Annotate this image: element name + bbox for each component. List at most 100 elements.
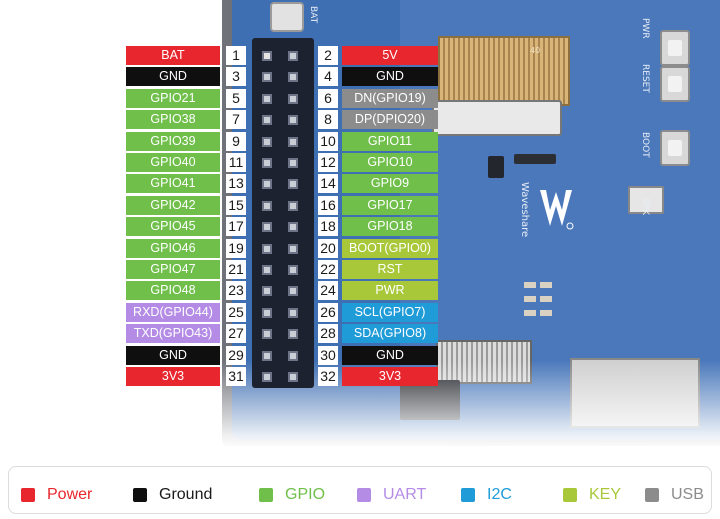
pin-label-26: SCL(GPIO7) <box>342 303 438 322</box>
silk-pwr: PWR <box>640 18 650 39</box>
pin-label-32: 3V3 <box>342 367 438 386</box>
pin-number-32: 32 <box>318 367 338 386</box>
smd-6 <box>540 310 552 316</box>
pin-number-6: 6 <box>318 89 338 108</box>
pin-label-6: DN(GPIO19) <box>342 89 438 108</box>
pin-number-23: 23 <box>226 281 246 300</box>
boot-button <box>660 130 690 166</box>
pin-label-28: SDA(GPIO8) <box>342 324 438 343</box>
header-pin <box>288 372 298 382</box>
smd-3 <box>524 310 536 316</box>
pin-label-18: GPIO18 <box>342 217 438 236</box>
silk-brand: Waveshare <box>519 182 530 238</box>
pin-number-31: 31 <box>226 367 246 386</box>
reset-button <box>660 66 690 102</box>
speaker-connector <box>628 186 664 214</box>
legend-label-power: Power <box>47 486 93 503</box>
header-pin <box>288 72 298 82</box>
pin-label-9: GPIO39 <box>126 132 220 151</box>
fpc-connector-top <box>432 100 562 136</box>
pin-number-9: 9 <box>226 132 246 151</box>
header-row <box>252 303 314 324</box>
pin-number-25: 25 <box>226 303 246 322</box>
pin-label-22: RST <box>342 260 438 279</box>
header-pin <box>288 115 298 125</box>
header-row <box>252 346 314 367</box>
header-pin <box>288 137 298 147</box>
header-pin <box>262 51 272 61</box>
header-pin <box>262 329 272 339</box>
legend-label-i2c: I2C <box>487 486 512 503</box>
pin-number-18: 18 <box>318 217 338 236</box>
pin-number-11: 11 <box>226 153 246 172</box>
pin-label-2: 5V <box>342 46 438 65</box>
header-row <box>252 196 314 217</box>
header-pin <box>262 115 272 125</box>
header-row <box>252 89 314 110</box>
legend-label-key: KEY <box>589 486 622 503</box>
pin-number-4: 4 <box>318 67 338 86</box>
pin-number-5: 5 <box>226 89 246 108</box>
pin-label-23: GPIO48 <box>126 281 220 300</box>
legend-label-uart: UART <box>383 486 427 503</box>
header-pin <box>288 222 298 232</box>
chip-2 <box>514 154 556 164</box>
header-pin <box>288 308 298 318</box>
header-pin <box>262 201 272 211</box>
header-pin <box>262 137 272 147</box>
header-row <box>252 132 314 153</box>
header-pin <box>288 51 298 61</box>
pin-label-24: PWR <box>342 281 438 300</box>
legend-swatch-power <box>21 488 35 502</box>
pin-label-5: GPIO21 <box>126 89 220 108</box>
header-pin <box>288 286 298 296</box>
header-pin <box>288 329 298 339</box>
smd-1 <box>524 282 536 288</box>
pin-label-14: GPIO9 <box>342 174 438 193</box>
legend-swatch-uart <box>357 488 371 502</box>
header-pin <box>288 351 298 361</box>
pin-label-13: GPIO41 <box>126 174 220 193</box>
header-pin <box>262 158 272 168</box>
pin-number-12: 12 <box>318 153 338 172</box>
pin-number-20: 20 <box>318 239 338 258</box>
pin-number-8: 8 <box>318 110 338 129</box>
pin-label-30: GND <box>342 346 438 365</box>
waveshare-logo-icon <box>540 190 574 230</box>
pin-label-25: RXD(GPIO44) <box>126 303 220 322</box>
legend-swatch-gpio <box>259 488 273 502</box>
smd-2 <box>524 296 536 302</box>
pin-label-17: GPIO45 <box>126 217 220 236</box>
pin-number-26: 26 <box>318 303 338 322</box>
silk-spk: SPK <box>640 198 650 216</box>
fpc-cable-top <box>438 36 570 106</box>
legend-swatch-key <box>563 488 577 502</box>
legend-label-gpio: GPIO <box>285 486 326 503</box>
smd-5 <box>540 296 552 302</box>
header-row <box>252 46 314 67</box>
header-pin <box>288 179 298 189</box>
header-pin <box>262 179 272 189</box>
pin-number-10: 10 <box>318 132 338 151</box>
pin-label-27: TXD(GPIO43) <box>126 324 220 343</box>
header-pin <box>288 265 298 275</box>
header-pin <box>288 244 298 254</box>
silk-40: 40 <box>530 46 541 55</box>
legend-item-ground: Ground <box>133 487 212 503</box>
pin-number-19: 19 <box>226 239 246 258</box>
header-pin <box>288 201 298 211</box>
header-row <box>252 217 314 238</box>
legend-item-gpio: GPIO <box>259 487 325 503</box>
legend-label-ground: Ground <box>159 486 213 503</box>
pin-label-21: GPIO47 <box>126 260 220 279</box>
header-row <box>252 367 314 388</box>
pin-number-16: 16 <box>318 196 338 215</box>
pin-label-8: DP(DPIO20) <box>342 110 438 129</box>
pin-number-13: 13 <box>226 174 246 193</box>
pin-label-3: GND <box>126 67 220 86</box>
header-row <box>252 110 314 131</box>
pin-number-1: 1 <box>226 46 246 65</box>
pin-number-22: 22 <box>318 260 338 279</box>
silk-reset: RESET <box>640 64 650 93</box>
pin-label-15: GPIO42 <box>126 196 220 215</box>
